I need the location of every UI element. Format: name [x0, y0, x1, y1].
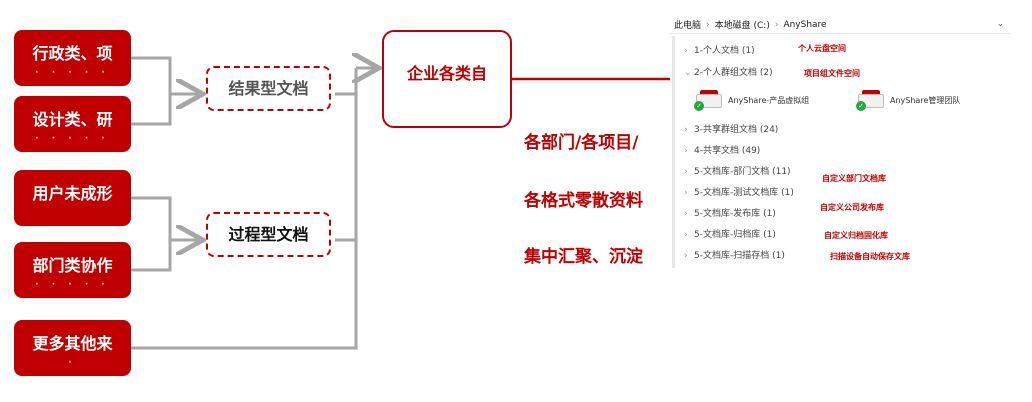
folder-label: 3-共享群组文档 (24): [694, 125, 779, 135]
scrollbar[interactable]: [672, 36, 675, 268]
enterprise-label: 企业各类自: [406, 64, 487, 83]
caption-line-2: 各格式零散资料: [524, 191, 643, 211]
folder-row-personal-group[interactable]: ⌄2-个人群组文档 (2): [684, 65, 773, 81]
source-dots: · · · · ·: [35, 68, 110, 78]
chevron-right-icon[interactable]: ›: [684, 188, 688, 198]
source-label: 设计类、研: [32, 110, 113, 129]
process-docs-box: 过程型文档: [206, 212, 331, 257]
group-label: AnyShare-产品虚拟组: [728, 95, 810, 105]
group-label: AnyShare管理团队: [890, 95, 961, 105]
result-docs-box: 结果型文档: [206, 66, 331, 111]
connector-source-5: [131, 240, 358, 350]
check-icon: ✓: [694, 101, 704, 111]
group-folder-icon: ✓: [694, 90, 722, 111]
tag-project-space: 项目组文件空间: [804, 68, 860, 79]
chevron-down-icon[interactable]: ⌄: [996, 19, 1004, 29]
group-item-product[interactable]: ✓ AnyShare-产品虚拟组: [694, 90, 810, 111]
folder-label: 5-文档库-部门文档 (11): [694, 167, 791, 177]
caption-line-3: 集中汇聚、沉淀: [524, 247, 643, 267]
breadcrumb-separator-icon: ›: [774, 19, 779, 30]
source-dots: ·: [68, 358, 77, 368]
folder-label: 5-文档库-扫描存档 (1): [694, 251, 785, 261]
source-label: 行政类、项: [32, 44, 113, 63]
source-label: 更多其他来: [32, 334, 113, 353]
chevron-right-icon[interactable]: ›: [684, 167, 688, 177]
connector-source-4: [131, 240, 172, 272]
source-dots: · · · · ·: [35, 134, 110, 144]
chevron-right-icon[interactable]: ›: [684, 209, 688, 219]
chevron-right-icon[interactable]: ›: [684, 46, 688, 56]
breadcrumb-local-disk[interactable]: 本地磁盘 (C:): [714, 21, 770, 31]
folder-row-scan-archive[interactable]: › 5-文档库-扫描存档 (1): [684, 248, 785, 264]
source-box-design: 设计类、研 · · · · ·: [14, 96, 131, 152]
process-docs-label: 过程型文档: [228, 225, 309, 244]
caption-line-1: 各部门/各项目/: [524, 133, 639, 153]
chevron-right-icon[interactable]: ›: [684, 251, 688, 261]
folder-row-shared-group[interactable]: › 3-共享群组文档 (24): [684, 122, 778, 138]
source-label: 用户未成形: [32, 184, 113, 203]
source-label: 部门类协作: [32, 256, 113, 275]
tag-dept-library: 自定义部门文档库: [822, 173, 886, 184]
breadcrumb-this-pc[interactable]: 此电脑: [674, 21, 702, 31]
folder-label: 4-共享文档 (49): [694, 146, 761, 156]
folder-row-personal[interactable]: › 1-个人文档 (1): [684, 43, 755, 59]
connector-source-1: [131, 56, 172, 94]
folder-row-archive-library[interactable]: › 5-文档库-归档库 (1): [684, 227, 776, 243]
folder-row-test-library[interactable]: › 5-文档库-测试文档库 (1): [684, 185, 794, 201]
source-box-dept: 部门类协作 · · · · ·: [14, 242, 131, 298]
folder-row-dept-library[interactable]: › 5-文档库-部门文档 (11): [684, 164, 791, 180]
breadcrumb-separator-icon: ›: [706, 19, 710, 30]
folder-label: 2-个人群组文档 (2): [694, 68, 773, 78]
connector-result-docs: [335, 68, 358, 96]
address-bar[interactable]: 此电脑 › 本地磁盘 (C:) › AnyShare ⌄: [670, 16, 1010, 34]
tag-publish-library: 自定义公司发布库: [820, 202, 884, 213]
enterprise-box: 企业各类自: [382, 30, 512, 128]
folder-label: 5-文档库-测试文档库 (1): [694, 188, 794, 198]
group-folder-icon: ✓: [856, 90, 884, 111]
breadcrumb-anyshare[interactable]: AnyShare: [783, 19, 827, 30]
chevron-right-icon[interactable]: ›: [684, 146, 688, 156]
tag-personal-space: 个人云盘空间: [798, 43, 846, 54]
source-box-admin: 行政类、项 · · · · ·: [14, 30, 131, 86]
group-item-management[interactable]: ✓ AnyShare管理团队: [856, 90, 961, 111]
source-box-user: 用户未成形: [14, 170, 131, 226]
connector-source-2: [131, 94, 172, 126]
folder-row-shared[interactable]: › 4-共享文档 (49): [684, 143, 760, 159]
connector-source-3: [131, 196, 172, 240]
folder-label: 5-文档库-发布库 (1): [694, 209, 776, 219]
check-icon: ✓: [856, 101, 866, 111]
result-docs-label: 结果型文档: [228, 79, 309, 98]
chevron-right-icon[interactable]: ›: [684, 125, 688, 135]
folder-label: 5-文档库-归档库 (1): [694, 230, 776, 240]
source-box-more: 更多其他来 ·: [14, 320, 131, 376]
file-explorer-panel: 此电脑 › 本地磁盘 (C:) › AnyShare ⌄ › 1-个人文档 (1)…: [670, 14, 1015, 272]
source-dots: · · · · ·: [35, 280, 110, 290]
tag-archive-library: 自定义归档固化库: [824, 230, 888, 241]
folder-row-publish-library[interactable]: › 5-文档库-发布库 (1): [684, 206, 776, 222]
tag-scan-library: 扫描设备自动保存文库: [830, 251, 910, 262]
folder-label: 1-个人文档 (1): [694, 46, 755, 56]
chevron-down-icon[interactable]: ⌄: [684, 68, 692, 78]
chevron-right-icon[interactable]: ›: [684, 230, 688, 240]
